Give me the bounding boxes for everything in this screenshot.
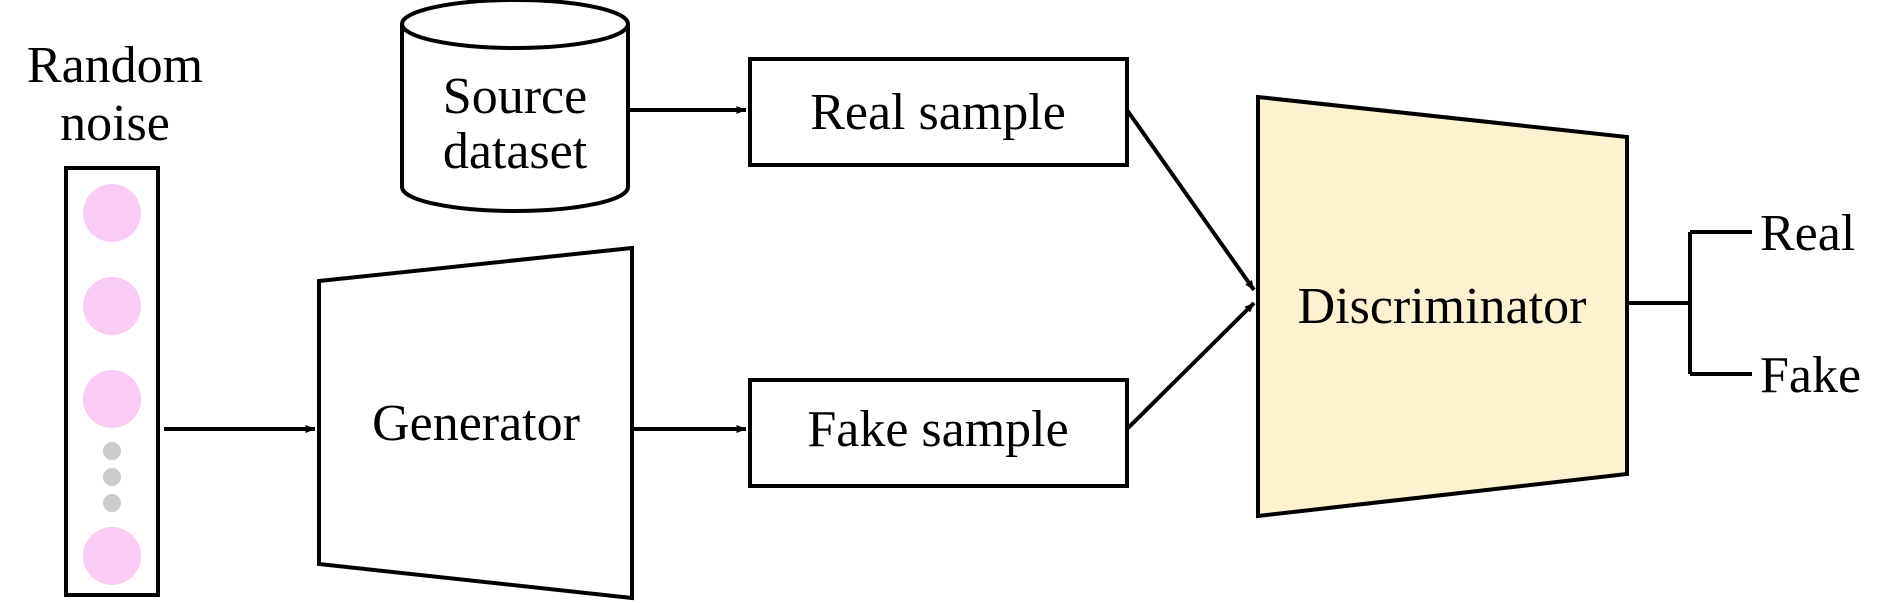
source-dataset-cylinder-rim xyxy=(400,23,630,50)
random-noise-label-line2: noise xyxy=(60,95,170,152)
ellipsis-dot xyxy=(103,468,121,486)
output-branch-connector xyxy=(1627,230,1752,376)
fake-sample-box xyxy=(748,378,1129,488)
noise-node xyxy=(83,370,141,428)
noise-node xyxy=(83,527,141,585)
source-dataset-cylinder xyxy=(400,0,630,213)
discriminator-block xyxy=(1256,94,1629,519)
random-noise-label-line1: Random xyxy=(27,37,203,94)
source-dataset-label-line1: Source xyxy=(443,68,587,125)
output-fake-label: Fake xyxy=(1760,347,1861,404)
noise-node xyxy=(83,184,141,242)
noise-node xyxy=(83,277,141,335)
discriminator-label: Discriminator xyxy=(1298,278,1587,335)
source-dataset-label-line2: dataset xyxy=(443,123,588,180)
ellipsis-dot xyxy=(103,442,121,460)
arrow-fake-sample-to-discriminator xyxy=(1125,301,1256,431)
arrow-real-sample-to-discriminator xyxy=(1125,108,1256,292)
generator-label: Generator xyxy=(372,395,580,452)
real-sample-label: Real sample xyxy=(810,84,1066,141)
fake-sample-label: Fake sample xyxy=(807,401,1068,458)
generator-block xyxy=(317,245,634,601)
output-real-label: Real xyxy=(1760,205,1855,262)
ellipsis-dot xyxy=(103,494,121,512)
